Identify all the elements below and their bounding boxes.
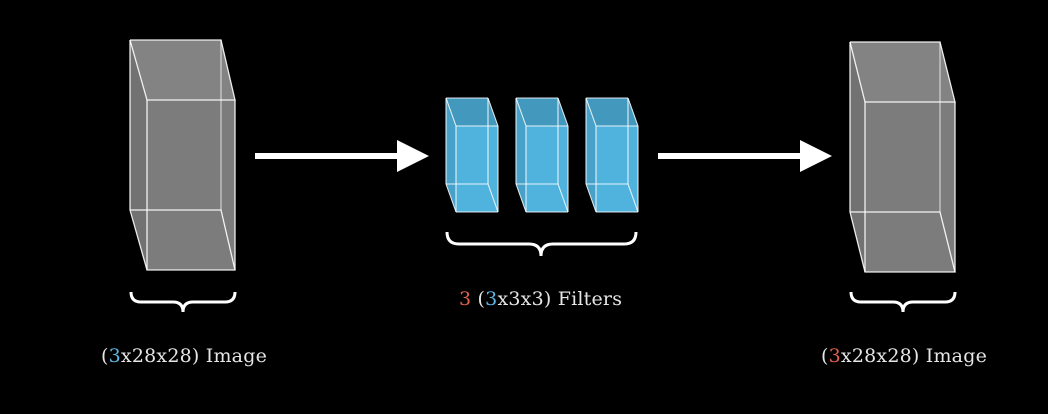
arrow-right-icon <box>255 140 429 172</box>
filters-brace <box>445 231 638 257</box>
filter-cube <box>585 97 639 213</box>
output-box-front <box>865 102 955 272</box>
input-box-front <box>147 100 235 270</box>
input-label: (3x28x28) Image <box>101 345 268 367</box>
filter-cube-front <box>526 126 568 212</box>
filter-cube-edge <box>445 97 457 127</box>
filter-cube-edge <box>557 97 569 127</box>
output-image-volume <box>849 41 956 273</box>
filters-group <box>445 97 639 213</box>
output-box-top <box>850 42 955 102</box>
input-image-volume <box>129 39 236 271</box>
input-box-top <box>130 40 235 100</box>
output-brace <box>849 291 957 313</box>
output-box-side <box>850 42 865 272</box>
filter-cube-edge <box>445 183 457 213</box>
filter-cube-edge <box>515 97 527 127</box>
filter-cube <box>445 97 499 213</box>
input-brace <box>129 291 237 313</box>
arrow-right-icon <box>658 140 832 172</box>
filter-cube <box>515 97 569 213</box>
input-box-side <box>130 40 147 270</box>
filter-cube-top <box>446 98 498 126</box>
filter-cube-edge <box>487 97 499 127</box>
filter-cube-top <box>516 98 568 126</box>
filter-cube-edge <box>557 183 569 213</box>
filter-cube-edge <box>515 183 527 213</box>
filter-cube-edge <box>487 183 499 213</box>
filter-cube-front <box>596 126 638 212</box>
filter-cube-top <box>586 98 638 126</box>
filter-cube-edge <box>627 97 639 127</box>
filter-cube-edge <box>585 97 597 127</box>
filters-label: 3 (3x3x3) Filters <box>459 288 623 310</box>
filter-cube-front <box>456 126 498 212</box>
filter-cube-edge <box>627 183 639 213</box>
output-label: (3x28x28) Image <box>821 345 988 367</box>
filter-cube-edge <box>585 183 597 213</box>
